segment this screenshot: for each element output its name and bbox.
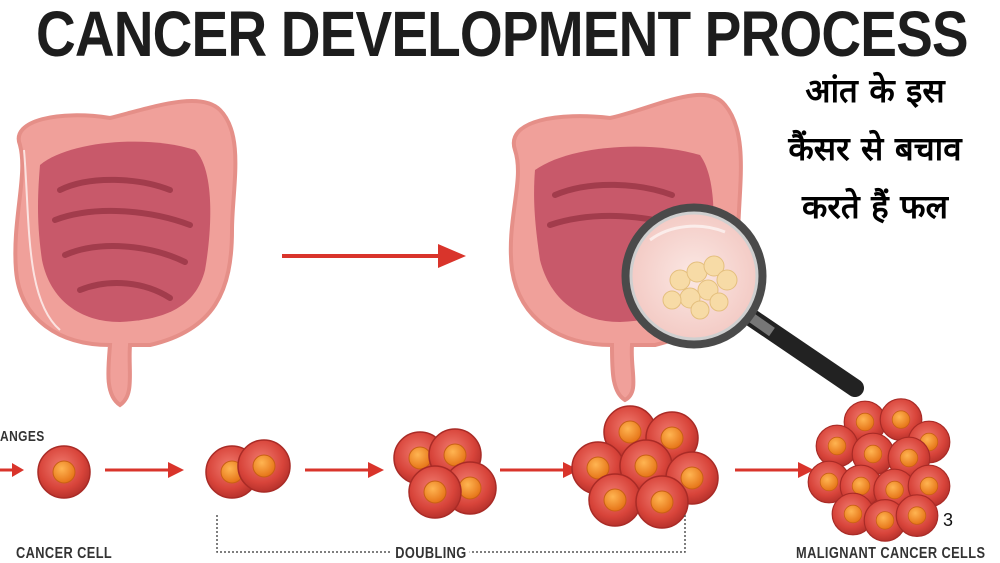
cell-progression <box>0 398 951 553</box>
label-cancer-cell: CANCER CELL <box>16 545 113 562</box>
label-malignant-cells: MALIGNANT CANCER CELLS <box>796 545 986 562</box>
cell-cluster-malignant <box>807 398 951 542</box>
page-title: CANCER DEVELOPMENT PROCESS <box>36 0 969 70</box>
label-doubling: DOUBLING <box>392 545 470 563</box>
cell-cluster-small <box>393 428 497 519</box>
progress-arrow-large <box>282 244 466 268</box>
hindi-caption-line-1: आंत के इस <box>805 71 945 110</box>
label-changes-partial: ANGES <box>0 428 45 445</box>
hindi-caption-line-3: करते हैं फल <box>802 187 948 226</box>
hindi-caption-line-2: कैंसर से बचाव <box>788 129 962 168</box>
hindi-caption: आंत के इस कैंसर से बचाव करते हैं फल <box>750 62 1000 236</box>
cell-cluster-medium <box>571 405 719 529</box>
cancer-cell-single <box>37 445 91 499</box>
magnifier-icon <box>621 203 864 397</box>
page-number: 3 <box>943 510 954 530</box>
intestine-healthy <box>13 98 238 408</box>
cell-pair <box>205 439 291 499</box>
